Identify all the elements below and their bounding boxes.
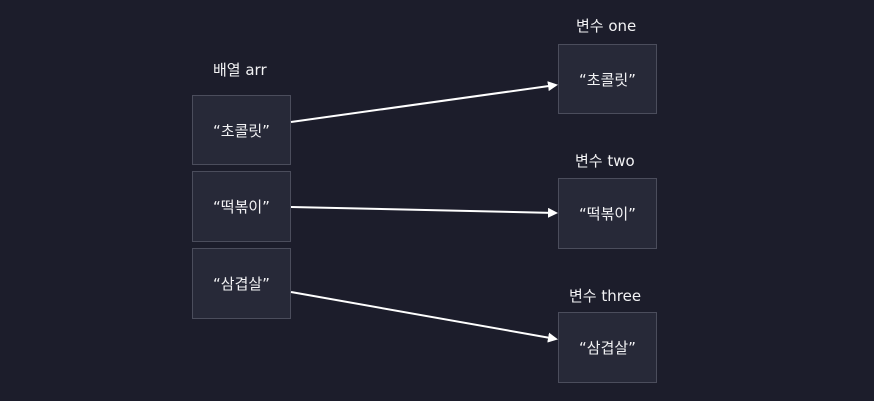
array-item-text: “떡볶이” bbox=[213, 198, 270, 216]
variable-value-text: “초콜릿” bbox=[579, 70, 636, 89]
variable-label: 변수 one bbox=[576, 17, 637, 35]
array-item-box: “삼겹살” bbox=[192, 248, 291, 319]
variable-value-text: “떡볶이” bbox=[579, 205, 636, 223]
variable-value-text: “삼겹살” bbox=[579, 339, 636, 357]
variable-box: “초콜릿” bbox=[558, 44, 657, 114]
variable-box: “삼겹살” bbox=[558, 312, 657, 383]
array-item-box: “떡볶이” bbox=[192, 171, 291, 242]
variable-label: 변수 three bbox=[569, 287, 642, 305]
variable-box: “떡볶이” bbox=[558, 178, 657, 249]
array-item-box: “초콜릿” bbox=[192, 95, 291, 165]
arrow-line bbox=[290, 206, 558, 218]
arrow-line bbox=[290, 291, 558, 343]
variable-label: 변수 two bbox=[575, 152, 635, 170]
array-label: 배열 arr bbox=[213, 61, 267, 79]
arrow-line bbox=[290, 81, 558, 123]
array-item-text: “초콜릿” bbox=[213, 121, 270, 140]
array-item-text: “삼겹살” bbox=[213, 275, 270, 293]
